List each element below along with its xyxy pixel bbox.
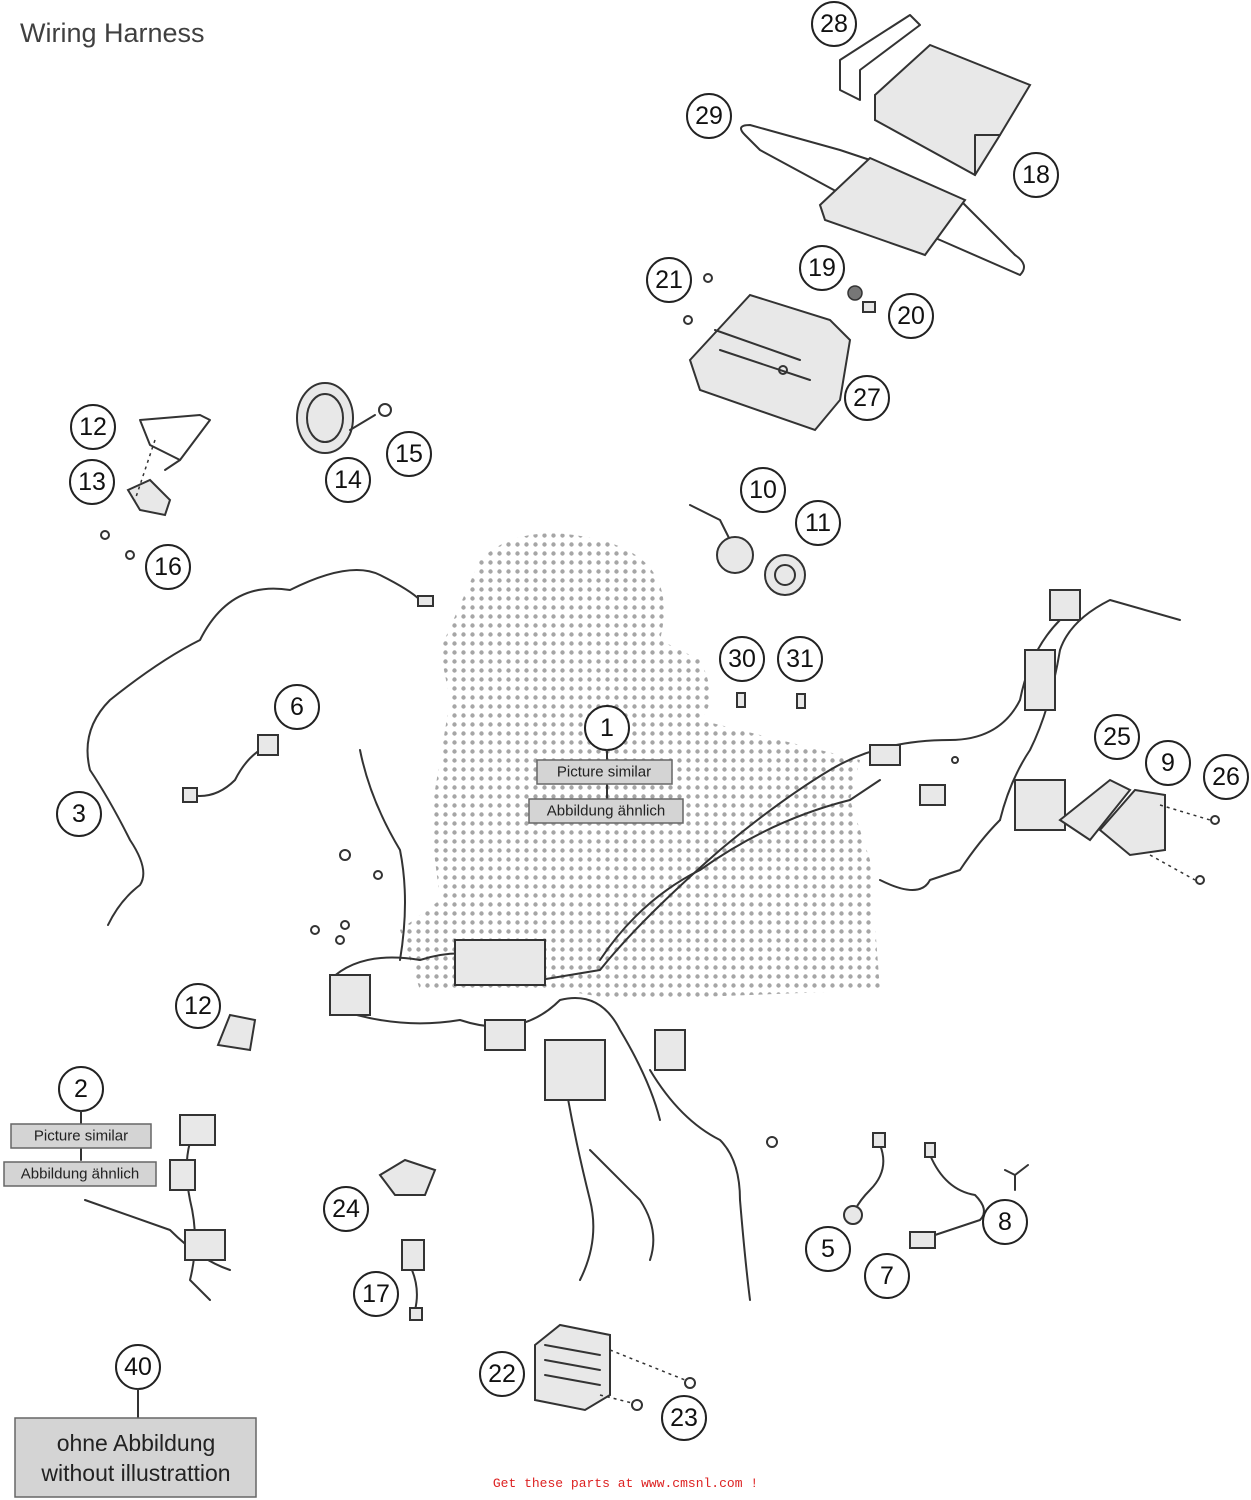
callout: 14 <box>325 457 371 503</box>
power-socket <box>689 504 806 596</box>
callout-label: 6 <box>290 693 304 721</box>
callout: 24 <box>323 1186 369 1232</box>
callout-label: 27 <box>853 384 881 412</box>
sensor-5 <box>843 1132 886 1225</box>
callout: 5 <box>805 1226 851 1272</box>
callout: 22 <box>479 1351 525 1397</box>
callout-label: 14 <box>334 466 362 494</box>
callout-label: 40 <box>124 1353 152 1381</box>
svg-text:without illustrattion: without illustrattion <box>40 1460 230 1486</box>
callout-label: 29 <box>695 102 723 130</box>
svg-text:Abbildung ähnlich: Abbildung ähnlich <box>547 803 665 820</box>
page-title: Wiring Harness <box>20 18 205 48</box>
callout: 31 <box>777 636 823 682</box>
fuses-30-31 <box>736 692 806 709</box>
callout-label: 23 <box>670 1404 698 1432</box>
note-picture-similar-1: Picture similar <box>536 759 673 785</box>
callout-label: 12 <box>184 992 212 1020</box>
callout: 12 <box>175 983 221 1029</box>
svg-text:Picture similar: Picture similar <box>34 1128 128 1145</box>
callout: 29 <box>686 93 732 139</box>
callout-label: 15 <box>395 440 423 468</box>
callout: 13 <box>69 459 115 505</box>
svg-text:Abbildung ähnlich: Abbildung ähnlich <box>21 1166 139 1183</box>
callout-label: 16 <box>154 553 182 581</box>
callout-label: 25 <box>1103 723 1131 751</box>
callout-label: 11 <box>805 509 831 537</box>
callout-label: 2 <box>74 1075 88 1103</box>
callout: 15 <box>386 431 432 477</box>
callout-label: 1 <box>600 714 614 742</box>
callout: 7 <box>864 1253 910 1299</box>
callout: 18 <box>1013 152 1059 198</box>
callout-label: 12 <box>79 413 107 441</box>
callout-label: 9 <box>1161 749 1175 777</box>
note-abbildung-ahnlich-1: Abbildung ähnlich <box>528 798 684 824</box>
fuse-box <box>1058 778 1220 885</box>
callout-label: 21 <box>655 266 683 294</box>
callout: 23 <box>661 1395 707 1441</box>
bracket-assembly <box>683 273 876 432</box>
callout: 21 <box>646 257 692 303</box>
sensor-6 <box>182 734 279 803</box>
callout-label: 30 <box>728 645 756 673</box>
switch-12 <box>216 1013 257 1052</box>
note-abbildung-ahnlich-2: Abbildung ähnlich <box>3 1161 157 1187</box>
callout-label: 19 <box>808 254 836 282</box>
connector-17 <box>401 1239 425 1321</box>
y-connector-8 <box>1004 1164 1029 1191</box>
ecu-assembly <box>740 14 1032 276</box>
callout: 25 <box>1094 714 1140 760</box>
callout-label: 28 <box>820 10 848 38</box>
callout: 30 <box>719 636 765 682</box>
callout: 2 <box>58 1066 104 1112</box>
note-without-illustration: ohne Abbildung without illustrattion <box>14 1417 257 1498</box>
callout: 26 <box>1203 754 1249 800</box>
regulator <box>534 1136 778 1412</box>
battery-cable <box>86 569 434 926</box>
callout: 17 <box>353 1271 399 1317</box>
callout: 40 <box>115 1344 161 1390</box>
callout: 9 <box>1145 740 1191 786</box>
callout: 10 <box>740 467 786 513</box>
callout: 6 <box>274 684 320 730</box>
sub-harness-2 <box>84 1114 231 1301</box>
footer-link[interactable]: Get these parts at www.cmsnl.com ! <box>492 1476 759 1491</box>
callout: 3 <box>56 791 102 837</box>
svg-text:Picture similar: Picture similar <box>557 764 651 781</box>
relay-24 <box>378 1158 437 1196</box>
callout-label: 20 <box>897 302 925 330</box>
callout: 27 <box>844 375 890 421</box>
callout-label: 13 <box>78 468 106 496</box>
callout: 8 <box>982 1199 1028 1245</box>
horn <box>296 382 392 454</box>
sensor-7 <box>909 1142 985 1249</box>
callout: 1 <box>584 705 630 751</box>
callout-label: 7 <box>880 1262 894 1290</box>
callout: 12 <box>70 404 116 450</box>
callout-label: 5 <box>821 1235 835 1263</box>
callout-label: 22 <box>488 1360 516 1388</box>
callout-label: 18 <box>1022 161 1050 189</box>
main-harness <box>310 589 1181 1301</box>
callout-label: 10 <box>749 476 777 504</box>
callout-label: 17 <box>362 1280 390 1308</box>
note-picture-similar-2: Picture similar <box>10 1123 152 1149</box>
callout: 16 <box>145 544 191 590</box>
callout-label: 8 <box>998 1208 1012 1236</box>
callout: 19 <box>799 245 845 291</box>
callout: 11 <box>795 500 841 546</box>
callout-label: 24 <box>332 1195 360 1223</box>
callout-label: 3 <box>72 800 86 828</box>
callout-label: 26 <box>1212 763 1240 791</box>
callout: 20 <box>888 293 934 339</box>
svg-text:ohne Abbildung: ohne Abbildung <box>57 1430 216 1456</box>
relay-bracket <box>100 414 211 560</box>
callout: 28 <box>811 1 857 47</box>
callout-label: 31 <box>786 645 814 673</box>
